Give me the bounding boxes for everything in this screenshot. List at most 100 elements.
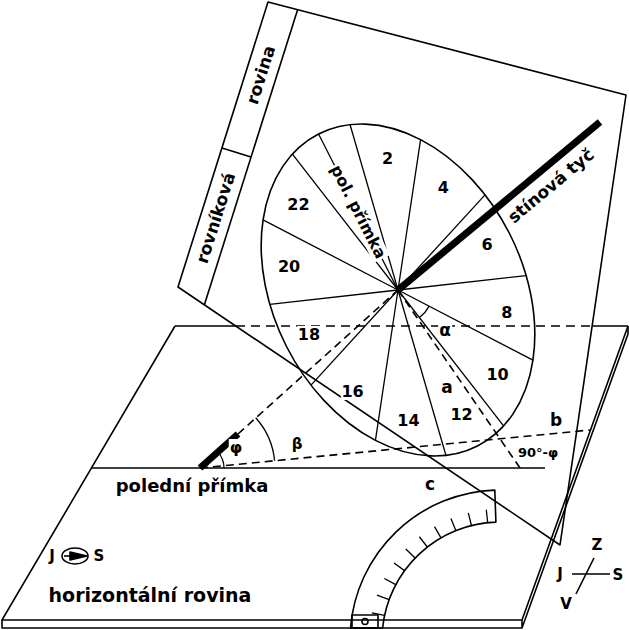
protractor-tick [377,595,389,599]
protractor [351,490,496,628]
hour-number: 18 [297,326,321,344]
axis-letter: Z [591,537,604,554]
hour-number: 12 [449,406,473,424]
plane-label: rovníková [192,169,239,266]
compass-letter: S [93,548,106,565]
protractor-tick [451,519,456,531]
compass-letter: S [93,547,106,565]
shadow-rod [200,122,600,468]
construction-line [200,430,590,468]
hour-line [398,290,533,360]
side-label: c [424,475,436,494]
compass-symbol [62,548,88,564]
noon-line [91,467,545,469]
horizontal-plane [2,326,628,628]
protractor-tick [435,527,442,538]
protractor [352,615,378,628]
angle-label: β [291,435,304,453]
protractor [351,490,496,628]
protractor-tick [468,513,471,526]
hour-number: 2 [381,150,394,168]
horizontal-plane [2,326,628,620]
axis-letter: Z [591,536,604,554]
protractor [372,510,488,616]
angle-arc [256,418,275,461]
construction-line [238,290,398,434]
hour-number: 8 [500,304,513,322]
angle-arc [218,306,429,468]
protractor-tick [486,510,487,523]
axis-cross [572,558,610,594]
plane-label: rovníková [192,169,239,266]
line-label: pol. přímka [327,161,390,262]
line-label: pol. přímka [326,161,389,262]
equatorial-plane [222,148,251,157]
side-label: b [549,411,563,430]
axis-letter: V [559,595,573,613]
horizontal-plane [236,325,592,327]
hour-line [270,290,398,304]
protractor-tick [384,578,395,584]
compass-letter: J [48,547,56,565]
protractor-tick [394,563,405,571]
angle-label: φ [229,439,244,457]
plane-label: rovina [243,42,280,107]
axis-letter: V [559,596,573,613]
angle-label: α [438,321,452,340]
side-label: c [424,475,436,494]
equatorial-plane [178,2,626,545]
construction-line [398,290,520,468]
hour-number: 20 [277,258,301,276]
hour-number: 14 [396,412,420,430]
hour-line [292,154,398,290]
angle-label: 90°-φ [517,443,559,461]
hour-number: 4 [437,179,450,197]
hour-number: 18 [297,326,321,344]
protractor [362,619,368,625]
hour-number: 22 [286,196,310,214]
hour-number: 16 [340,383,364,401]
shadow-rod [398,122,600,290]
axis-letter: S [612,567,625,584]
noon-line [91,467,545,469]
compass-symbol [62,548,88,564]
axis-letter: J [556,565,564,583]
angle-label: φ [229,439,244,457]
hour-number: 22 [286,196,310,214]
hour-line [398,140,421,290]
hour-line [398,290,446,455]
hour-number: 4 [437,179,450,197]
hour-number: 12 [449,406,473,424]
protractor-tick [406,549,415,558]
line-label: polední přímka [115,476,270,496]
hour-number: 10 [485,366,509,384]
axis-letter: J [556,566,564,583]
hour-number: 6 [481,236,494,254]
angle-label: 90°-φ [517,446,559,460]
hour-line [319,134,398,290]
compass-letter: J [48,548,56,565]
axis-letter: S [612,566,625,584]
hour-number: 6 [481,236,494,254]
side-label: b [549,411,563,430]
construction-line [200,290,590,468]
hour-number: 10 [485,366,509,384]
horizontal-plane [2,326,628,628]
hour-number: 16 [340,383,364,401]
plane-label: horizontální rovina [48,585,253,606]
hour-number: 8 [500,304,513,322]
horizontal-plane [175,325,628,327]
angle-arc [420,306,430,318]
angle-label: β [291,436,304,453]
side-label: a [440,378,453,397]
hour-line [311,290,398,385]
rod-label: stínová tyč [504,144,599,227]
hour-number: 20 [277,258,301,276]
plane-label: horizontální rovina [48,585,253,606]
hour-line [375,290,398,440]
hour-number: 2 [381,150,394,168]
plane-label: rovina [243,42,280,107]
side-label: a [440,378,453,397]
